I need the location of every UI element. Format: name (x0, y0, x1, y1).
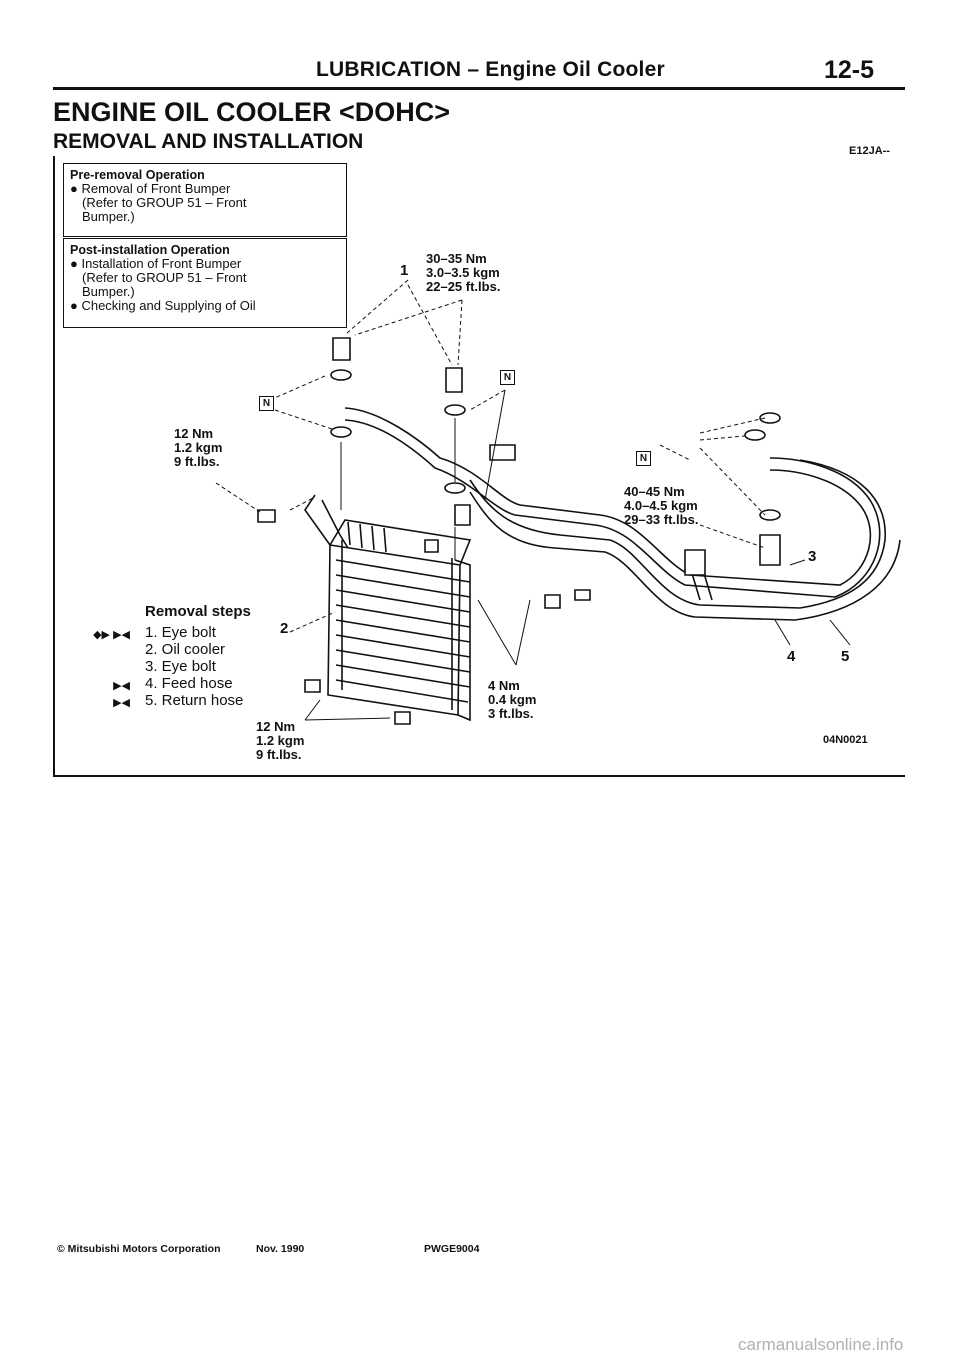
oil-cooler-diagram (215, 279, 901, 725)
torque-line: 0.4 kgm (488, 692, 537, 707)
torque-line: 9 ft.lbs. (174, 454, 220, 469)
n-badge: N (636, 451, 651, 466)
removal-step-marks: ◆▶ ▶◀ ▶◀ ▶◀ (70, 627, 130, 712)
torque-label-5: 12 Nm 1.2 kgm 9 ft.lbs. (256, 720, 304, 762)
removal-steps-title: Removal steps (145, 603, 251, 620)
post-installation-line: Bumper.) (82, 284, 135, 299)
torque-line: 3 ft.lbs. (488, 706, 534, 721)
torque-line: 22–25 ft.lbs. (426, 279, 501, 294)
pre-removal-title: Pre-removal Operation (70, 168, 205, 182)
pre-removal-box: Pre-removal Operation ● Removal of Front… (63, 163, 347, 237)
removal-step: 3. Eye bolt (145, 658, 216, 675)
post-installation-line: ● Installation of Front Bumper (70, 256, 242, 271)
footer-copyright: © Mitsubishi Motors Corporation (57, 1243, 221, 1255)
removal-step: 1. Eye bolt (145, 624, 216, 641)
solid-leader-lines (304, 389, 851, 721)
footer-date: Nov. 1990 (256, 1243, 305, 1255)
part-number-5: 5 (841, 648, 850, 665)
post-installation-line: (Refer to GROUP 51 – Front (82, 270, 247, 285)
torque-line: 29–33 ft.lbs. (624, 512, 699, 527)
step-mark: ▶◀ (113, 697, 130, 709)
running-header-title: LUBRICATION – Engine Oil Cooler (316, 58, 665, 81)
step-mark (70, 644, 130, 661)
step-mark (70, 661, 130, 678)
post-installation-title: Post-installation Operation (70, 243, 230, 257)
torque-label-1: 30–35 Nm 3.0–3.5 kgm 22–25 ft.lbs. (426, 252, 500, 294)
torque-line: 40–45 Nm (624, 484, 685, 499)
figure-code: 04N0021 (823, 734, 868, 746)
torque-line: 9 ft.lbs. (256, 747, 302, 762)
fastener-illustrations (257, 337, 781, 725)
post-installation-line: ● Checking and Supplying of Oil (70, 298, 256, 313)
torque-line: 12 Nm (174, 426, 214, 441)
post-installation-box: Post-installation Operation ● Installati… (63, 238, 347, 328)
removal-step: 5. Return hose (145, 692, 244, 709)
page-number: 12-5 (824, 56, 875, 84)
torque-label-2: 12 Nm 1.2 kgm 9 ft.lbs. (174, 427, 222, 469)
part-number-4: 4 (787, 648, 796, 665)
torque-line: 1.2 kgm (256, 733, 305, 748)
step-mark: ◆▶ ▶◀ (93, 629, 130, 641)
removal-step: 2. Oil cooler (145, 641, 226, 658)
torque-line: 4.0–4.5 kgm (624, 498, 698, 513)
hose-illustration (344, 407, 901, 621)
watermark: carmanualsonline.info (738, 1335, 904, 1354)
section-code: E12JA-- (849, 145, 890, 157)
pre-removal-line: Bumper.) (82, 209, 135, 224)
figure-frame-left (53, 156, 55, 776)
section-subtitle: REMOVAL AND INSTALLATION (53, 130, 364, 153)
n-badge: N (500, 370, 515, 385)
torque-line: 3.0–3.5 kgm (426, 265, 500, 280)
header-rule (53, 87, 905, 90)
n-badge: N (259, 396, 274, 411)
torque-line: 1.2 kgm (174, 440, 223, 455)
part-number-2: 2 (280, 620, 289, 637)
part-number-3: 3 (808, 548, 817, 565)
torque-line: 30–35 Nm (426, 251, 487, 266)
oil-cooler-illustration (304, 494, 472, 722)
removal-steps: Removal steps 1. Eye bolt 2. Oil cooler … (145, 603, 251, 709)
torque-label-4: 4 Nm 0.4 kgm 3 ft.lbs. (488, 679, 536, 721)
figure-frame-bottom (53, 775, 905, 777)
leader-lines (215, 279, 766, 633)
removal-step: 4. Feed hose (145, 675, 233, 692)
pre-removal-line: ● Removal of Front Bumper (70, 181, 231, 196)
footer-doc-code: PWGE9004 (424, 1243, 480, 1255)
pre-removal-line: (Refer to GROUP 51 – Front (82, 195, 247, 210)
part-number-1: 1 (400, 262, 409, 279)
torque-line: 12 Nm (256, 719, 296, 734)
torque-line: 4 Nm (488, 678, 520, 693)
torque-label-3: 40–45 Nm 4.0–4.5 kgm 29–33 ft.lbs. (624, 485, 698, 527)
section-title: ENGINE OIL COOLER <DOHC> (53, 97, 451, 127)
step-mark: ▶◀ (113, 680, 130, 692)
